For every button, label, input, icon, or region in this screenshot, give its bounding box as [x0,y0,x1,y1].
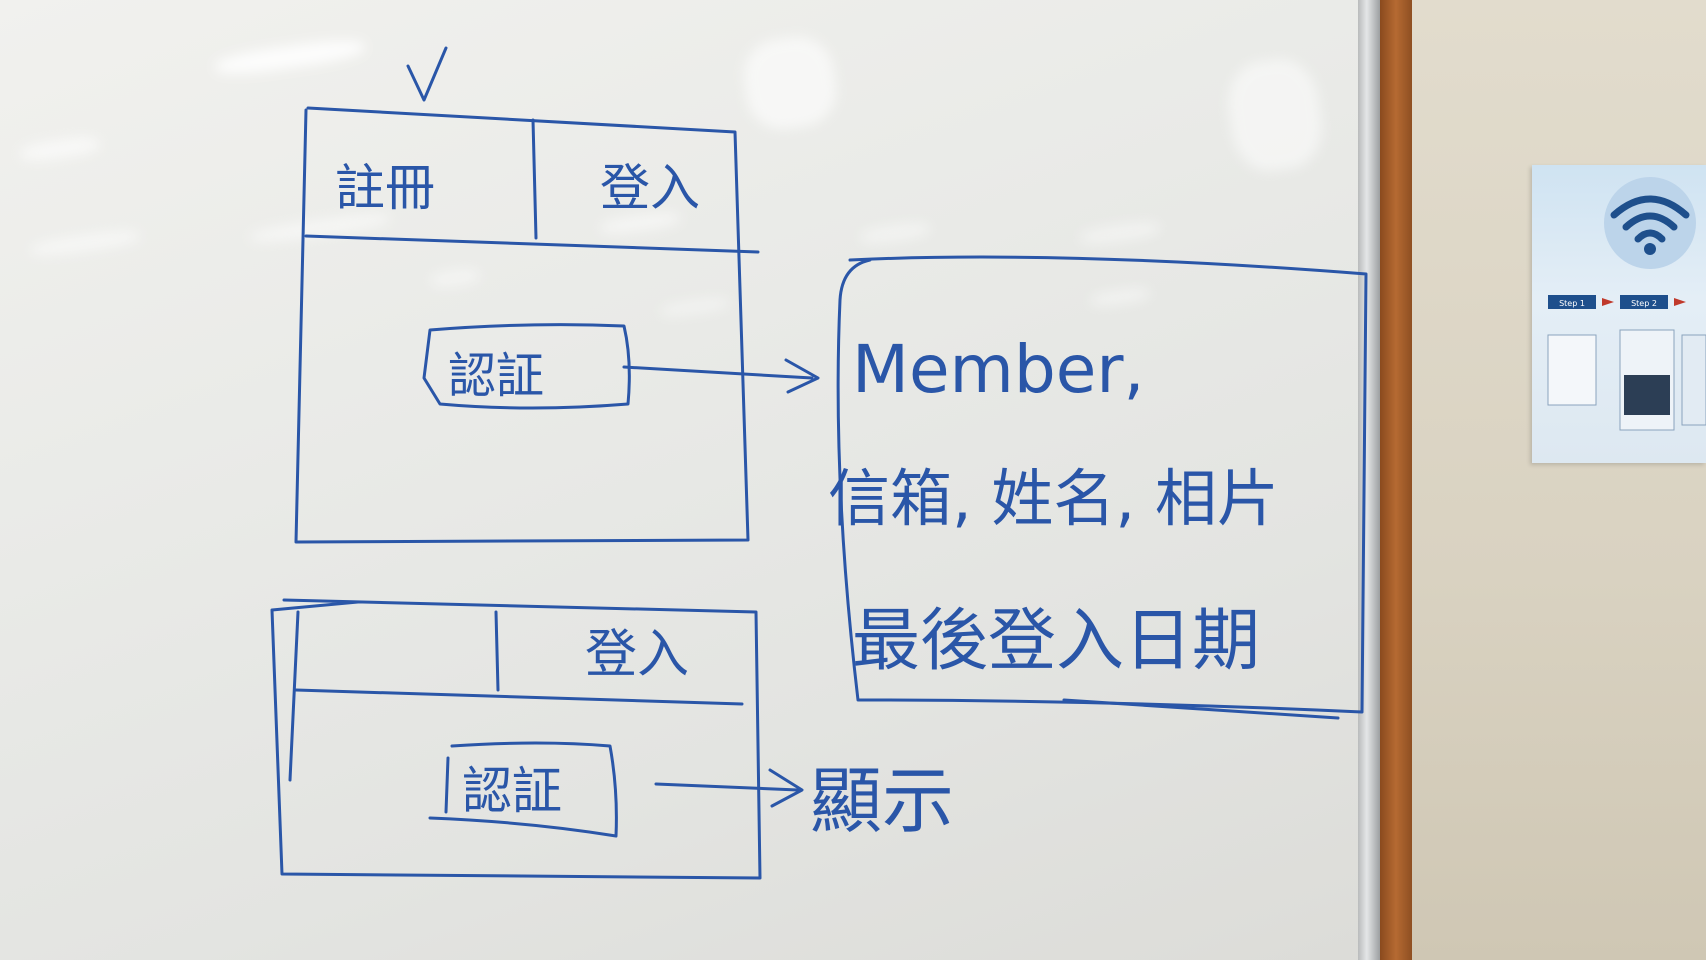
whiteboard-frame [1358,0,1380,960]
arrow-to-member-note [622,365,814,380]
sketch-bottom-auth-bracket [444,756,450,814]
poster-step2-label: Step 2 [1631,299,1657,308]
member-note: Member, 信箱, 姓名, 相片 最後登入日期 [828,255,1368,720]
sketch-bottom-header-line [294,688,744,706]
poster-screenshot-dark [1624,375,1670,415]
check-mark-icon [406,46,448,102]
sketch-bottom-tab-login: 登入 [585,625,689,685]
arrow-head-icon [784,358,820,394]
sketch-bottom-inner-edge [288,610,300,782]
member-note-underline [1062,698,1340,720]
poster-arrow [1602,298,1614,306]
poster-screenshot [1547,334,1597,406]
member-note-line3: 最後登入日期 [852,602,1260,681]
display-note: 顯示 [810,759,954,843]
sketch-bottom-auth-label: 認証 [462,762,562,820]
member-note-line2: 信箱, 姓名, 相片 [828,462,1279,535]
sketch-top-auth-label: 認証 [448,348,544,404]
sketch-top-tab-divider [531,118,538,240]
sketch-bottom-frame [270,598,762,880]
wall-poster: Step 1 Step 2 [1532,165,1706,463]
sketch-bottom-tab-divider [494,610,500,692]
wifi-dot [1644,243,1656,255]
poster-step2-tab [1620,295,1668,309]
arrow-head-icon [768,768,804,808]
sketch-top-header-line [304,234,760,254]
member-note-line1: Member, [852,331,1144,408]
sketch-bottom-auth-button [428,741,618,838]
whiteboard [0,0,1368,960]
sketch-top-auth-button [422,323,631,410]
wifi-icon [1610,195,1690,243]
poster-step1-tab [1548,295,1596,309]
poster-arrow [1674,298,1686,306]
poster-graphic: Step 1 Step 2 [1547,177,1706,431]
wall [1412,0,1706,960]
sketch-bottom: 登入 認証 顯示 [270,598,954,880]
member-note-frame [836,255,1368,714]
poster-badge [1604,177,1696,269]
arrow-to-display-note [654,782,800,792]
sketch-top-frame [294,106,750,544]
wood-trim [1380,0,1412,960]
sketch-top-tab-login: 登入 [600,159,700,217]
sketch-top-tab-register: 註冊 [335,159,435,217]
sketch-top: 註冊 登入 認証 [294,46,820,544]
poster-step1-label: Step 1 [1559,299,1585,308]
poster-screenshot [1681,334,1706,426]
